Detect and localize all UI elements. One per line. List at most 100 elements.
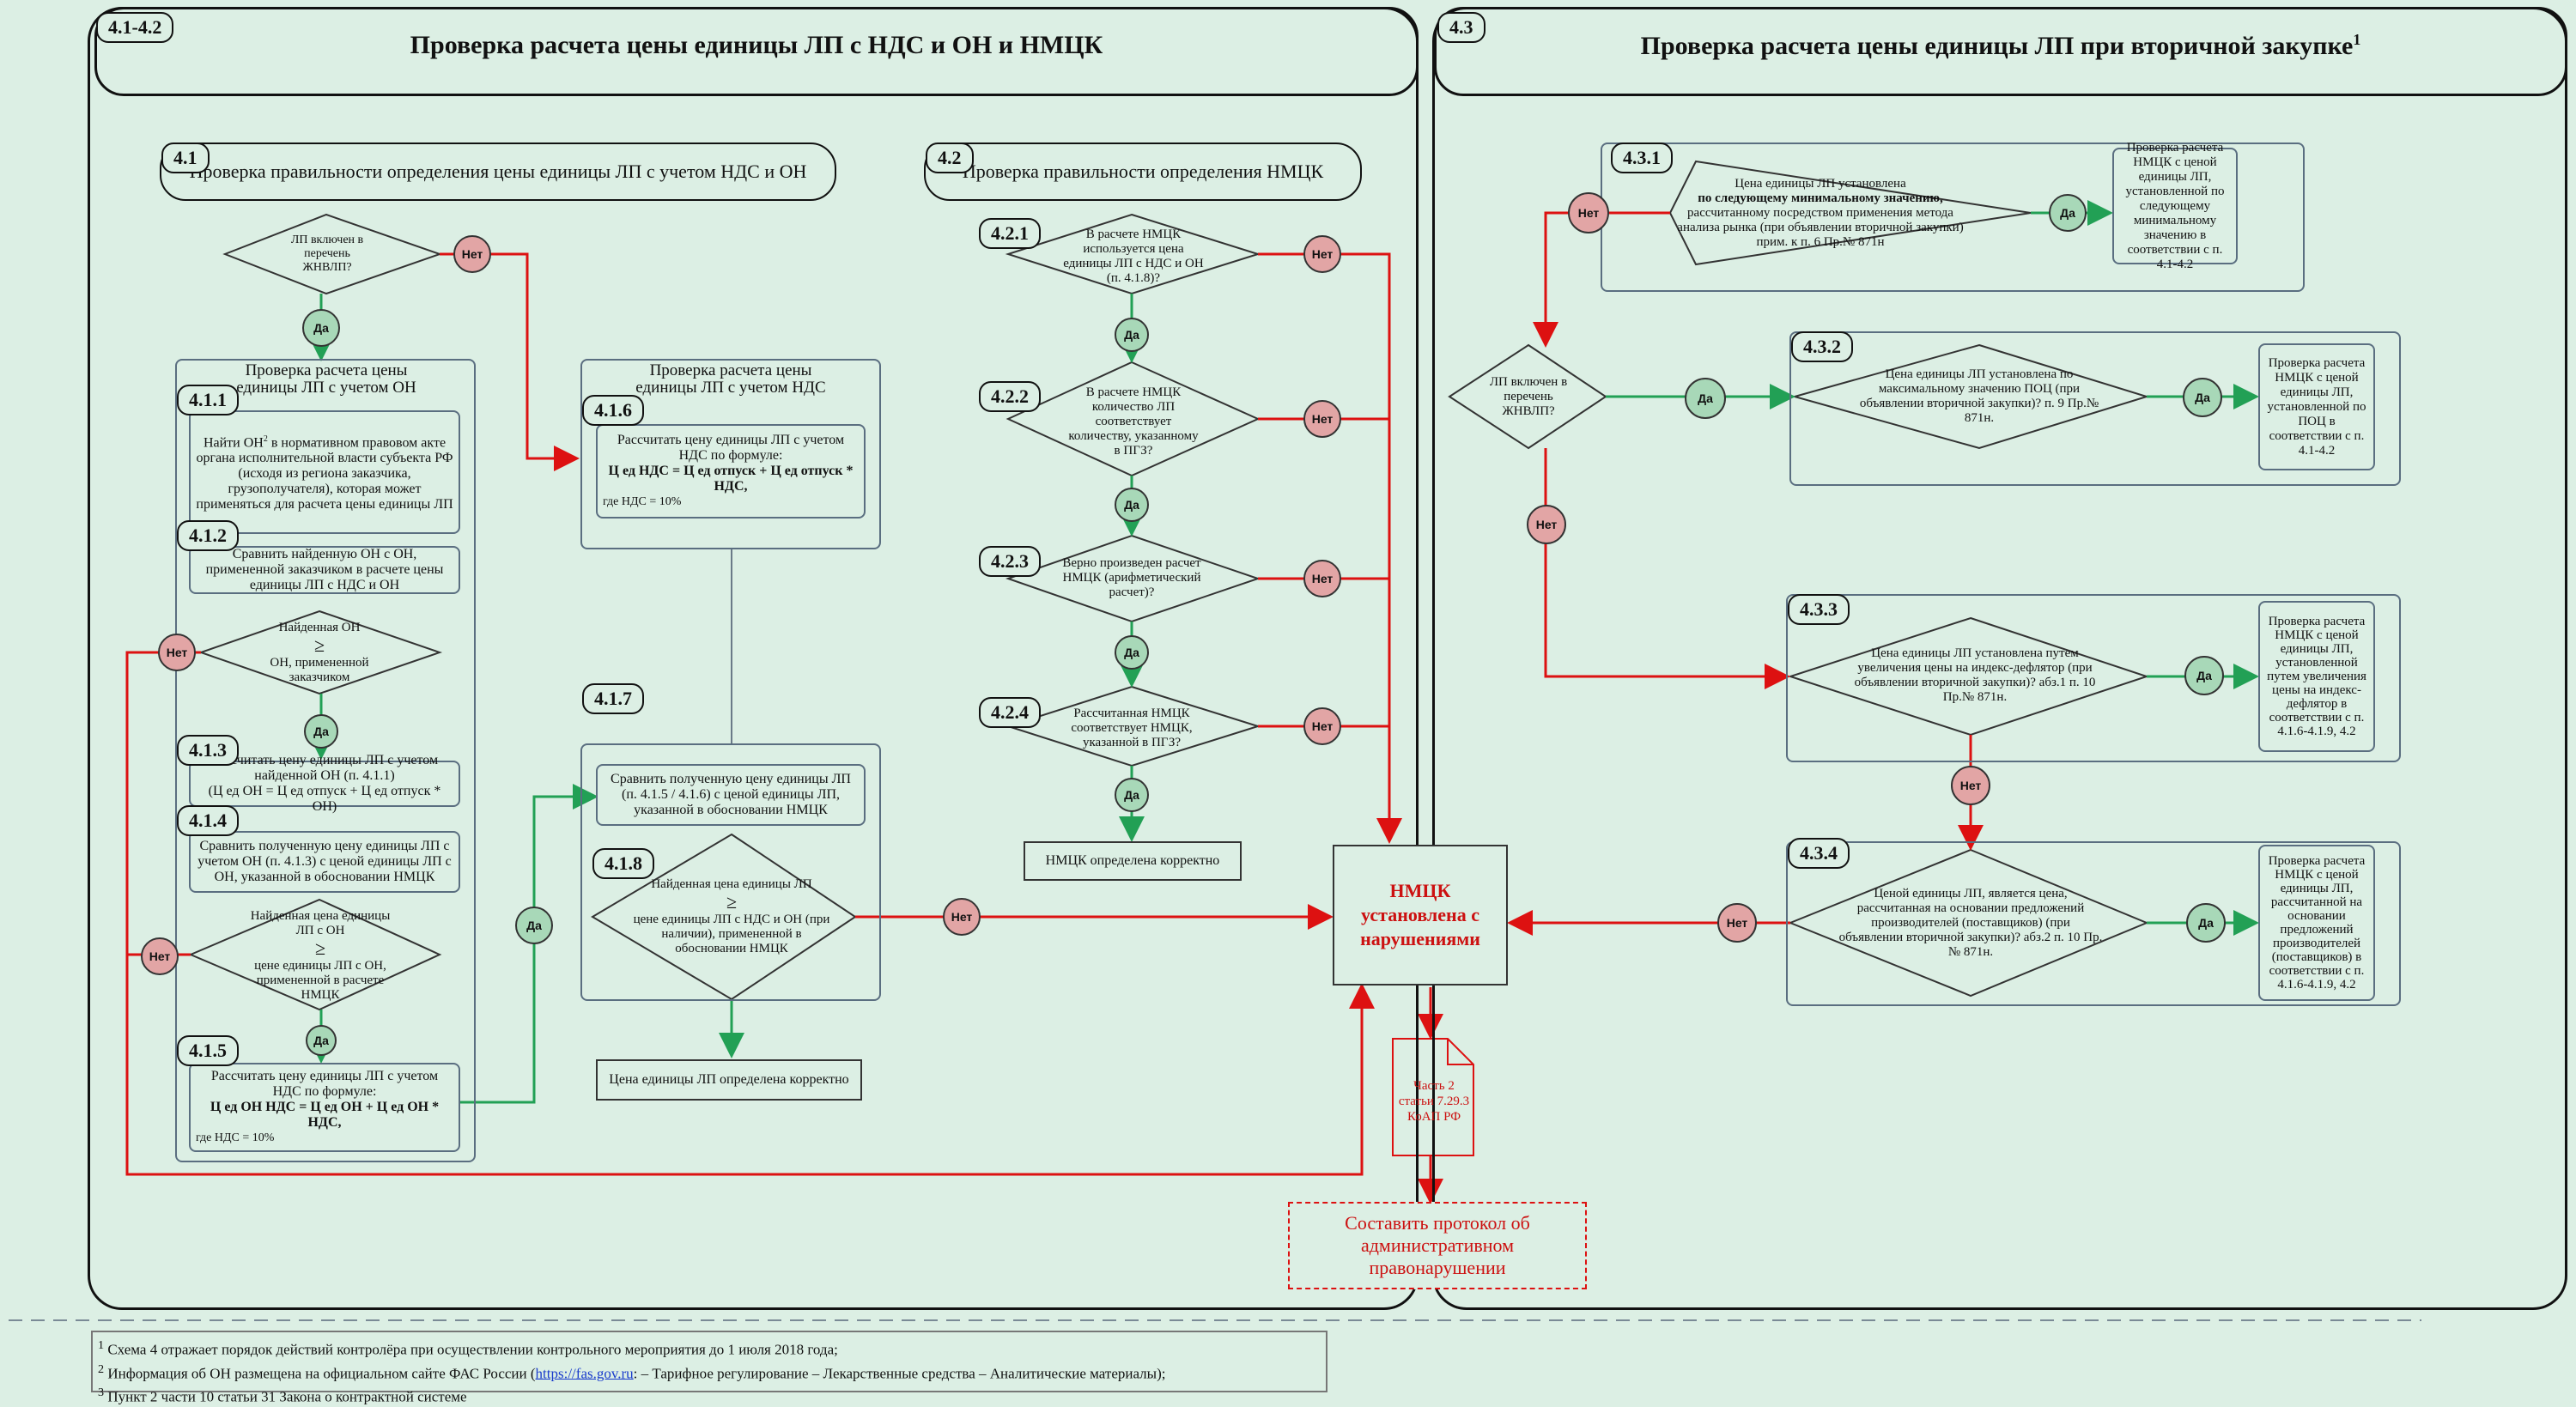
- node-416: Рассчитать цену единицы ЛП с учетом НДС …: [596, 424, 866, 519]
- diamond-on1: [197, 609, 443, 695]
- group-on: [175, 359, 476, 1162]
- no-circle-right-start: Нет: [1527, 505, 1566, 544]
- diamond-right-start-label: ЛП включен в перечень ЖНВЛП?: [1489, 374, 1568, 418]
- no-circle-431: Нет: [1568, 192, 1609, 233]
- group-nds: [580, 359, 881, 549]
- result-432: Проверка расчета НМЦК с ценой единицы ЛП…: [2258, 343, 2375, 470]
- section-42-badge: 4.2: [926, 143, 974, 173]
- no-circle-418: Нет: [943, 898, 981, 936]
- badge-421: 4.2.1: [979, 218, 1041, 249]
- badge-411: 4.1.1: [177, 385, 239, 415]
- diamond-on1-label: Найденная ОН≥ОН, примененной заказчиком: [270, 620, 369, 684]
- group-432: [1789, 331, 2401, 486]
- no-circle-423: Нет: [1303, 560, 1341, 597]
- fas-link[interactable]: https://fas.gov.ru: [535, 1365, 634, 1382]
- badge-418: 4.1.8: [592, 848, 654, 879]
- section-42-title: Проверка правильности определения НМЦК: [962, 161, 1324, 182]
- diamond-432-label: Цена единицы ЛП установлена по максималь…: [1859, 367, 2099, 425]
- yes-circle-right-start: Да: [1685, 378, 1726, 419]
- badge-413: 4.1.3: [177, 735, 239, 766]
- node-413: Рассчитать цену единицы ЛП с учетом найд…: [189, 753, 460, 814]
- violation-box: НМЦК установлена с нарушениями: [1333, 845, 1508, 986]
- badge-424: 4.2.4: [979, 697, 1041, 728]
- yes-circle-434: Да: [2186, 903, 2226, 943]
- footnote-3: 3 Пункт 2 части 10 статьи 31 Закона о ко…: [98, 1386, 467, 1405]
- group-nds-title: Проверка расчета цены единицы ЛП с учето…: [635, 361, 826, 397]
- diamond-on2-label: Найденная цена единицы ЛП с ОН≥цене един…: [250, 908, 391, 1002]
- diamond-421-label: В расчете НМЦК используется цена единицы…: [1063, 227, 1204, 285]
- section-42-header: Проверка правильности определения НМЦК: [924, 143, 1362, 201]
- right-panel-badge: 4.3: [1437, 12, 1485, 43]
- section-41-header: Проверка правильности определения цены е…: [160, 143, 836, 201]
- yes-circle-on1: Да: [304, 714, 338, 749]
- no-circle-on1: Нет: [158, 634, 196, 671]
- group-433: [1786, 594, 2401, 762]
- node-412: Сравнить найденную ОН с ОН, примененной …: [189, 546, 460, 594]
- badge-415: 4.1.5: [177, 1035, 239, 1066]
- yes-circle-423: Да: [1115, 635, 1149, 670]
- no-circle-on2: Нет: [141, 937, 179, 975]
- badge-422: 4.2.2: [979, 381, 1041, 412]
- group-434: [1786, 841, 2401, 1006]
- diamond-432: [1791, 343, 2150, 450]
- node-415: Рассчитать цену единицы ЛП с учетом НДС …: [189, 1063, 460, 1152]
- ok-price-box: Цена единицы ЛП определена корректно: [596, 1059, 862, 1101]
- node-414: Сравнить полученную цену единицы ЛП с уч…: [189, 831, 460, 893]
- badge-433: 4.3.3: [1788, 594, 1850, 625]
- yes-circle-on2: Да: [306, 1025, 337, 1056]
- diamond-423-label: Верно произведен расчет НМЦК (арифметиче…: [1062, 555, 1201, 599]
- result-431: Проверка расчета НМЦК с ценой единицы ЛП…: [2112, 141, 2238, 271]
- diamond-431: [1668, 160, 2032, 266]
- ok-nmck-box: НМЦК определена корректно: [1024, 841, 1242, 881]
- node-417: Сравнить полученную цену единицы ЛП (п. …: [596, 764, 866, 826]
- diamond-433-label: Цена единицы ЛП установлена путем увелич…: [1854, 646, 2096, 704]
- yes-circle-415: Да: [515, 907, 553, 944]
- no-circle-422: Нет: [1303, 400, 1341, 438]
- diamond-418-label: Найденная цена единицы ЛП≥цене единицы Л…: [633, 877, 830, 955]
- no-circle-421: Нет: [1303, 235, 1341, 273]
- yes-circle-422: Да: [1115, 488, 1149, 522]
- group-417: [580, 743, 881, 1001]
- yes-circle-433: Да: [2184, 656, 2224, 695]
- protocol-box: Составить протокол об административном п…: [1288, 1202, 1587, 1289]
- diamond-on2: [188, 898, 442, 1011]
- result-433: Проверка расчета НМЦК с ценой единицы ЛП…: [2258, 601, 2375, 752]
- node-411: Найти ОН2 в нормативном правовом акте ор…: [189, 410, 460, 534]
- group-on-title: Проверка расчета цены единицы ЛП с учето…: [236, 361, 416, 397]
- yes-circle-421: Да: [1115, 318, 1149, 352]
- right-panel-title: Проверка расчета цены единицы ЛП при вто…: [1640, 31, 2361, 60]
- yes-circle-start: Да: [302, 309, 340, 347]
- diamond-start: [222, 213, 443, 295]
- no-circle-start: Нет: [453, 235, 491, 273]
- diamond-434: [1788, 848, 2149, 998]
- yes-circle-432: Да: [2183, 378, 2222, 417]
- badge-414: 4.1.4: [177, 805, 239, 836]
- no-circle-434: Нет: [1717, 903, 1757, 943]
- section-41-title: Проверка правильности определения цены е…: [189, 161, 807, 182]
- badge-417: 4.1.7: [582, 683, 644, 714]
- diamond-424-label: Рассчитанная НМЦК соответствует НМЦК, ук…: [1071, 706, 1193, 749]
- yes-circle-431: Да: [2049, 194, 2087, 232]
- right-panel-header: [1434, 7, 2567, 96]
- left-panel-badge: 4.1-4.2: [96, 12, 174, 43]
- no-circle-433: Нет: [1951, 766, 1990, 805]
- left-panel-title: Проверка расчета цены единицы ЛП с НДС и…: [410, 31, 1103, 59]
- badge-416: 4.1.6: [582, 395, 644, 426]
- yes-circle-424: Да: [1115, 778, 1149, 812]
- diamond-right-start: [1448, 343, 1607, 450]
- badge-423: 4.2.3: [979, 546, 1041, 577]
- diamond-434-label: Ценой единицы ЛП, является цена, рассчит…: [1838, 886, 2103, 959]
- diamond-start-label: ЛП включен в перечень ЖНВЛП?: [290, 233, 364, 274]
- badge-412: 4.1.2: [177, 520, 239, 551]
- footnote-1: 1 Схема 4 отражает порядок действий конт…: [98, 1338, 838, 1358]
- diamond-422-label: В расчете НМЦК количество ЛП соответству…: [1068, 385, 1199, 458]
- result-434: Проверка расчета НМЦК с ценой единицы ЛП…: [2258, 845, 2375, 1001]
- koap-text: Часть 2 статьи 7.29.3 КоАП РФ: [1398, 1079, 1470, 1124]
- no-circle-424: Нет: [1303, 707, 1341, 745]
- left-panel-header: [94, 7, 1419, 96]
- badge-432: 4.3.2: [1791, 331, 1853, 362]
- badge-434: 4.3.4: [1788, 838, 1850, 869]
- footnotes-box: 1 Схема 4 отражает порядок действий конт…: [91, 1331, 1327, 1405]
